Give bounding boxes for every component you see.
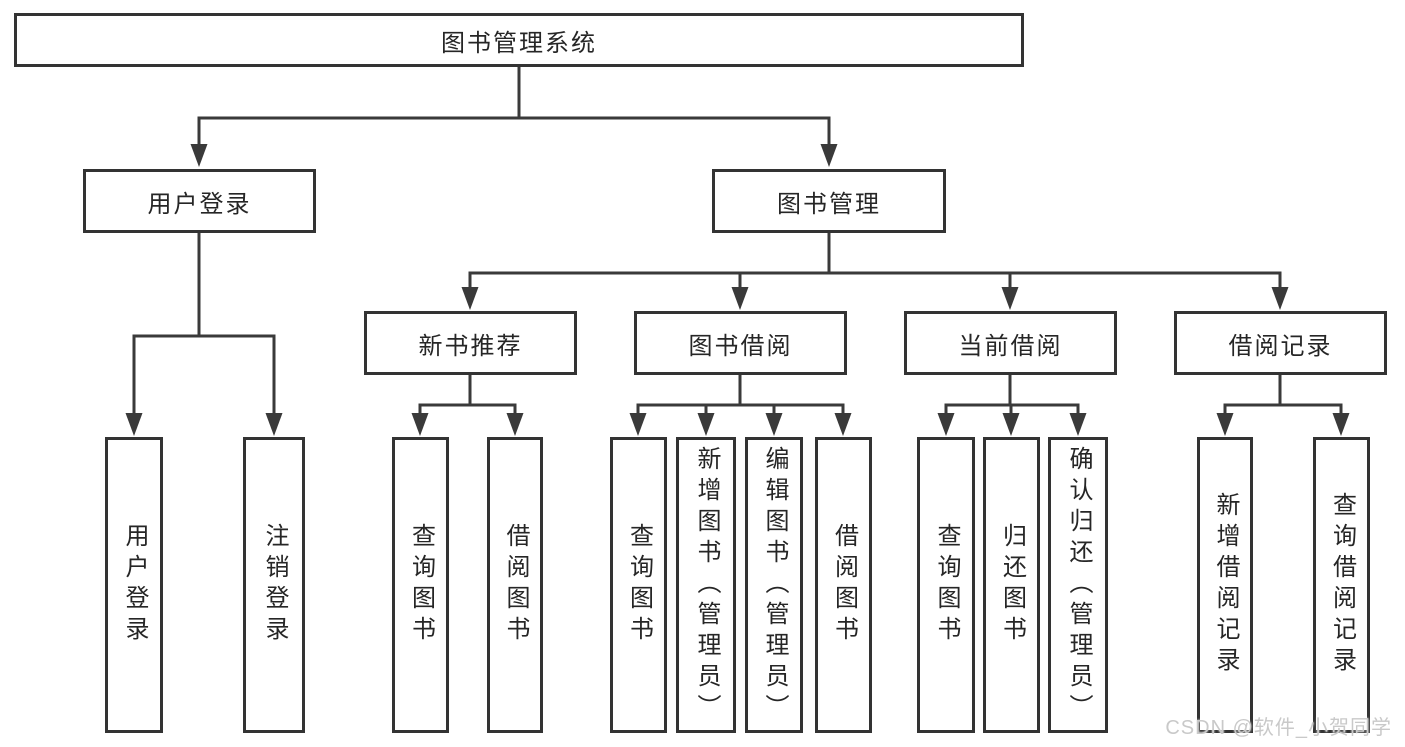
node-current-borrow: 当前借阅 <box>904 311 1117 375</box>
leaf-user-login-label: 用户登录 <box>121 523 148 647</box>
leaf-user-login: 用户登录 <box>105 437 163 733</box>
leaf-borrow-books: 借阅图书 <box>815 437 872 733</box>
leaf-add-borrow-record: 新增借阅记录 <box>1197 437 1253 733</box>
leaf-query-borrow-record-label: 查询借阅记录 <box>1328 492 1356 678</box>
leaf-query-books-borrow-label: 查询图书 <box>625 523 653 647</box>
node-book-borrow-label: 图书借阅 <box>688 332 793 360</box>
leaf-add-borrow-record-label: 新增借阅记录 <box>1212 492 1239 678</box>
csdn-watermark: CSDN @软件_小贺同学 <box>1165 717 1392 739</box>
node-book-borrow: 图书借阅 <box>634 311 847 375</box>
node-library-system: 图书管理系统 <box>14 13 1024 67</box>
leaf-query-books-recommend: 查询图书 <box>392 437 449 733</box>
node-library-system-label: 图书管理系统 <box>441 29 597 57</box>
leaf-query-books-borrow: 查询图书 <box>610 437 667 733</box>
leaf-query-books-current-label: 查询图书 <box>933 523 960 647</box>
node-borrow-records: 借阅记录 <box>1174 311 1387 375</box>
leaf-edit-book-admin-label: 编辑图书（管理员） <box>761 445 788 725</box>
leaf-query-borrow-record: 查询借阅记录 <box>1313 437 1370 733</box>
leaf-logout: 注销登录 <box>243 437 305 733</box>
leaf-query-books-recommend-label: 查询图书 <box>407 523 435 647</box>
node-book-management-label: 图书管理 <box>777 190 881 218</box>
node-current-borrow-label: 当前借阅 <box>958 332 1063 360</box>
leaf-borrow-books-recommend: 借阅图书 <box>487 437 543 733</box>
leaf-return-book: 归还图书 <box>983 437 1040 733</box>
node-borrow-records-label: 借阅记录 <box>1228 332 1333 360</box>
node-user-login-label: 用户登录 <box>147 190 252 218</box>
leaf-confirm-return-admin: 确认归还（管理员） <box>1048 437 1108 733</box>
leaf-confirm-return-admin-label: 确认归还（管理员） <box>1065 445 1092 725</box>
leaf-return-book-label: 归还图书 <box>998 523 1026 647</box>
leaf-query-books-current: 查询图书 <box>917 437 975 733</box>
leaf-add-book-admin-label: 新增图书（管理员） <box>693 445 720 725</box>
leaf-logout-label: 注销登录 <box>261 523 288 647</box>
leaf-add-book-admin: 新增图书（管理员） <box>676 437 736 733</box>
node-book-management: 图书管理 <box>712 169 946 233</box>
leaf-edit-book-admin: 编辑图书（管理员） <box>745 437 803 733</box>
node-user-login: 用户登录 <box>83 169 316 233</box>
leaf-borrow-books-recommend-label: 借阅图书 <box>502 523 529 647</box>
node-new-book-recommend-label: 新书推荐 <box>418 332 523 360</box>
node-new-book-recommend: 新书推荐 <box>364 311 577 375</box>
leaf-borrow-books-label: 借阅图书 <box>830 523 858 647</box>
